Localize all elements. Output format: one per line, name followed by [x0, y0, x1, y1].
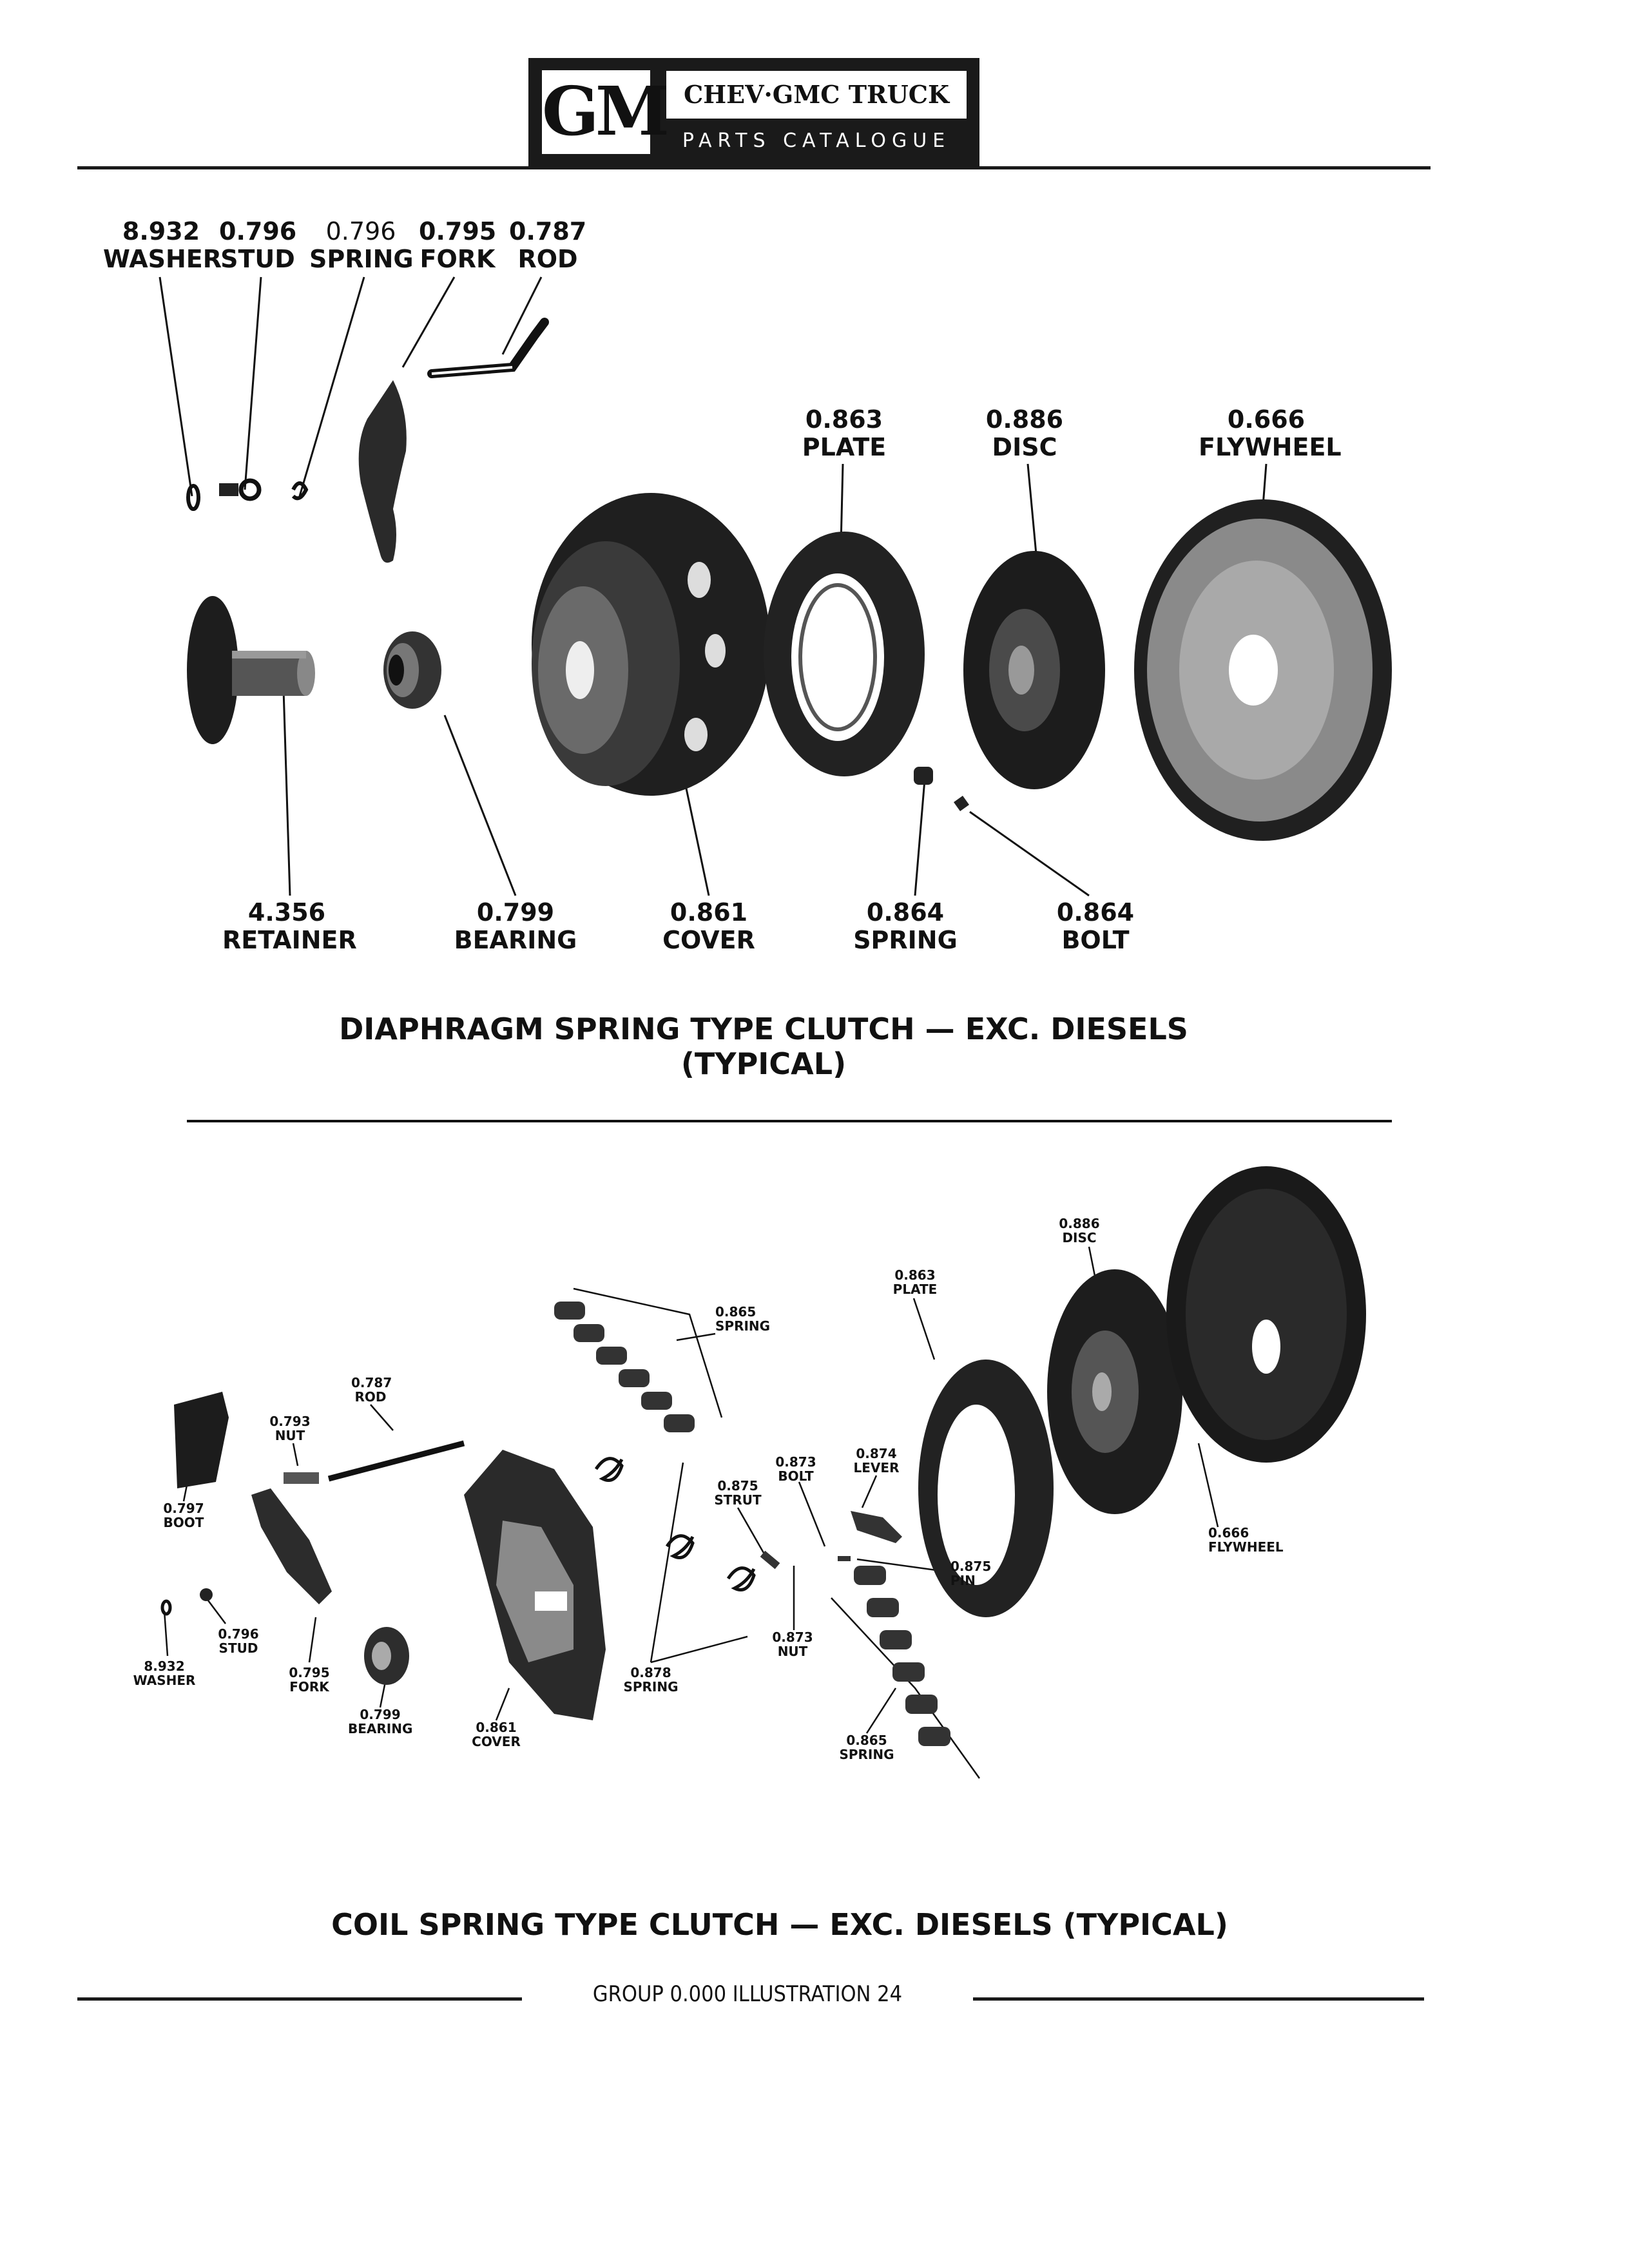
diagram2-caption: COIL SPRING TYPE CLUTCH — EXC. DIESELS (…: [331, 1907, 1228, 1942]
stud-part: [219, 478, 262, 501]
cover-2-part: [464, 1450, 606, 1720]
pin-part: [838, 1556, 851, 1561]
fork-part: [358, 380, 407, 563]
header-rule: [77, 166, 1431, 169]
lever-part: [851, 1511, 902, 1543]
diagram1-caption: DIAPHRAGM SPRING TYPE CLUTCH — EXC. DIES…: [271, 1012, 1257, 1081]
footer-rule-right: [973, 1997, 1424, 2001]
footer-rule-left: [77, 1997, 522, 2001]
cover-part: [532, 493, 770, 796]
flywheel-part: [1134, 499, 1392, 841]
rod-part: [427, 318, 549, 378]
caption-line: (TYPICAL): [680, 1046, 847, 1081]
boot-part: [174, 1392, 229, 1488]
header-title: CHEV·GMC TRUCK: [666, 71, 967, 119]
disc-2-part: [1047, 1269, 1182, 1514]
header-subtitle: PARTS CATALOGUE: [682, 130, 951, 152]
bearing-2-part: [364, 1627, 409, 1685]
nut-part: [284, 1472, 319, 1484]
gm-logo: GM: [539, 67, 670, 157]
spring-small-part: [914, 767, 933, 785]
stud-2-part: [200, 1588, 213, 1601]
fork-2-part: [251, 1488, 332, 1604]
retainer-part: [187, 596, 315, 744]
washer-2-part: [160, 1599, 172, 1616]
washer-part: [186, 484, 200, 511]
spring-clip-part: [291, 481, 309, 501]
strut-part: [760, 1550, 780, 1570]
coil-springs-lower-part: [854, 1566, 950, 1746]
rod-2-part: [327, 1440, 465, 1482]
pressure-plate-part: [764, 532, 925, 776]
coil-springs-upper-part: [554, 1302, 695, 1432]
bolt-small-part: [954, 796, 969, 811]
leader-lines-diagram1: [159, 276, 1268, 897]
clip-springs-part: [594, 1457, 756, 1591]
bearing-part: [383, 631, 441, 709]
footer-text: GROUP 0.000 ILLUSTRATION 24: [592, 1981, 903, 2007]
plate-2-part: [918, 1360, 1054, 1617]
caption-line: DIAPHRAGM SPRING TYPE CLUTCH — EXC. DIES…: [339, 1012, 1188, 1046]
flywheel-2-part: [1166, 1166, 1366, 1463]
disc-part: [963, 551, 1105, 789]
leader-lines-diagram2: [163, 1246, 1219, 1779]
